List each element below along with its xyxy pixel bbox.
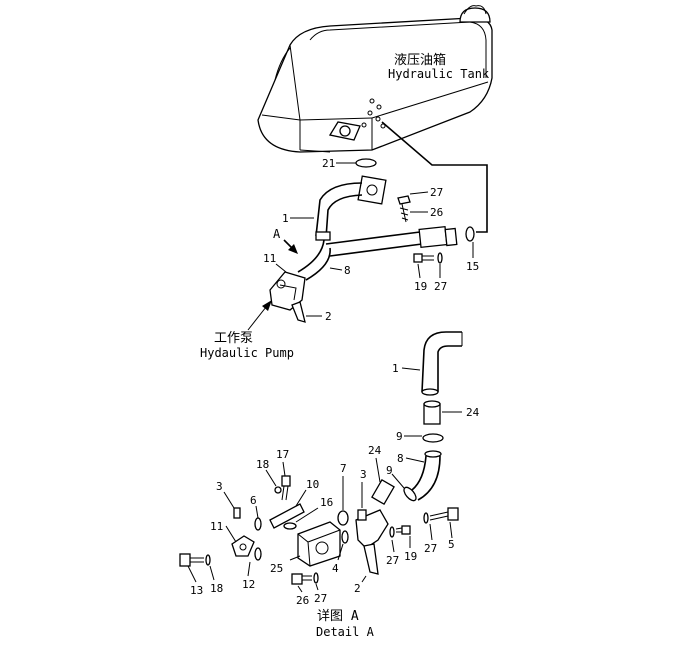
callout-8-top: 8 <box>344 264 351 277</box>
callout-1-detail: 1 <box>392 362 399 375</box>
callout-12: 12 <box>242 578 255 591</box>
pump-leader-head <box>262 300 272 311</box>
callout-7: 7 <box>340 462 347 475</box>
callout-15: 15 <box>466 260 479 273</box>
callout-16: 16 <box>320 496 333 509</box>
detail-caption-en: Detail A <box>316 625 375 639</box>
callout-24-detail-a: 24 <box>466 406 480 419</box>
callout-27-top-b: 27 <box>434 280 447 293</box>
callout-9-detail-a: 9 <box>396 430 403 443</box>
detail-leaders <box>187 367 462 593</box>
top-assembly <box>269 158 475 323</box>
callout-3-detail-a: 3 <box>360 468 367 481</box>
callout-8-detail: 8 <box>397 452 404 465</box>
callout-27-top: 27 <box>430 186 443 199</box>
callout-1-top: 1 <box>282 212 289 225</box>
callout-18-detail-a: 18 <box>256 458 269 471</box>
callout-25: 25 <box>270 562 283 575</box>
hydraulic-tank <box>257 5 493 153</box>
pump-label-en: Hydaulic Pump <box>200 346 294 360</box>
callout-19-top: 19 <box>414 280 427 293</box>
view-arrow-a-head <box>288 244 298 254</box>
callout-4: 4 <box>332 562 339 575</box>
callout-17: 17 <box>276 448 289 461</box>
callout-10: 10 <box>306 478 319 491</box>
tank-label-cn: 液压油箱 <box>394 52 446 68</box>
callout-27-detail-a: 27 <box>424 542 437 555</box>
callout-6: 6 <box>250 494 257 507</box>
callout-21: 21 <box>322 157 335 170</box>
callout-26-detail: 26 <box>296 594 309 607</box>
callout-11-detail: 11 <box>210 520 223 533</box>
detail-assembly <box>179 331 463 585</box>
top-leaders <box>275 162 474 317</box>
return-line <box>381 121 488 233</box>
callout-13: 13 <box>190 584 203 597</box>
callout-3-detail-b: 3 <box>216 480 223 493</box>
callout-18-detail-b: 18 <box>210 582 223 595</box>
callout-9-detail-b: 9 <box>386 464 393 477</box>
callout-2-top: 2 <box>325 310 332 323</box>
callout-2-detail: 2 <box>354 582 361 595</box>
callout-27-detail-b: 27 <box>386 554 399 567</box>
pump-label-cn: 工作泵 <box>214 331 253 346</box>
callout-27-detail-c: 27 <box>314 592 327 605</box>
callout-26-top: 26 <box>430 206 443 219</box>
callout-19-detail: 19 <box>404 550 417 563</box>
view-arrow-a-label: A <box>273 227 281 241</box>
callout-5: 5 <box>448 538 455 551</box>
callout-24-detail-b: 24 <box>368 444 382 457</box>
detail-caption-cn: 详图 A <box>317 609 359 624</box>
callout-11-top: 11 <box>263 252 276 265</box>
tank-label-en: Hydraulic Tank <box>388 67 490 81</box>
